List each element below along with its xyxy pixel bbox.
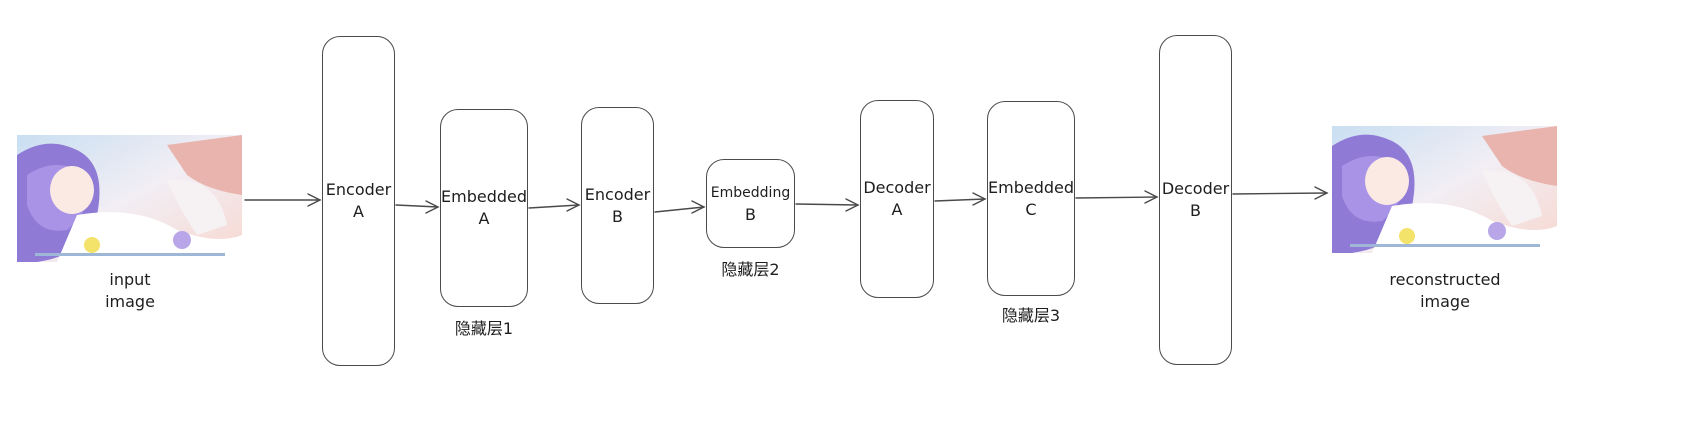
hidden-layer-3-label: 隐藏层3 — [1001, 306, 1061, 325]
embedding-b-label: Embedding — [710, 184, 791, 201]
encoder-a-sub: A — [353, 202, 364, 221]
arrow-embedding-b-to-decoder-a — [795, 198, 860, 212]
input-image — [17, 135, 242, 262]
encoder-b-node: Encoder B — [581, 107, 654, 304]
reconstructed-image — [1332, 126, 1557, 253]
embedded-c-sub: C — [1025, 199, 1037, 219]
decoder-a-node: Decoder A — [860, 100, 934, 298]
arrow-embedded-c-to-decoder-b — [1075, 190, 1159, 204]
embedded-a-label: Embedded — [441, 187, 528, 206]
embedded-a-sub: A — [478, 209, 490, 228]
encoder-a-label: Encoder — [325, 180, 392, 199]
hidden-layer-2-label: 隐藏层2 — [721, 260, 780, 279]
decoder-b-sub: B — [1190, 201, 1201, 220]
decoder-a-sub: A — [891, 200, 903, 219]
hidden-layer-1-label: 隐藏层1 — [454, 319, 514, 338]
encoder-b-label: Encoder — [584, 184, 651, 204]
embedding-b-node: Embedding B — [706, 159, 795, 248]
arrow-encoder-b-to-embedding-b — [654, 200, 706, 214]
reconstructed-image-caption: reconstructed image — [1389, 270, 1501, 311]
embedded-c-node: Embedded C — [987, 101, 1075, 296]
decoder-b-node: Decoder B — [1159, 35, 1232, 365]
encoder-a-node: Encoder A — [322, 36, 395, 366]
arrow-input-to-encoder-a — [244, 193, 322, 207]
embedded-c-label: Embedded — [988, 177, 1075, 197]
arrow-embedded-a-to-encoder-b — [528, 198, 581, 212]
anime-illustration-icon — [17, 135, 242, 262]
embedding-b-sub: B — [745, 204, 756, 224]
arrow-decoder-a-to-embedded-c — [934, 192, 987, 206]
arrow-encoder-a-to-embedded-a — [395, 200, 440, 214]
arrow-decoder-b-to-output — [1232, 186, 1329, 200]
embedded-a-node: Embedded A — [440, 109, 528, 307]
input-image-caption: input image — [105, 270, 155, 311]
anime-illustration-icon — [1332, 126, 1557, 253]
encoder-b-sub: B — [612, 206, 623, 226]
decoder-a-label: Decoder — [863, 178, 931, 197]
decoder-b-label: Decoder — [1161, 179, 1230, 198]
